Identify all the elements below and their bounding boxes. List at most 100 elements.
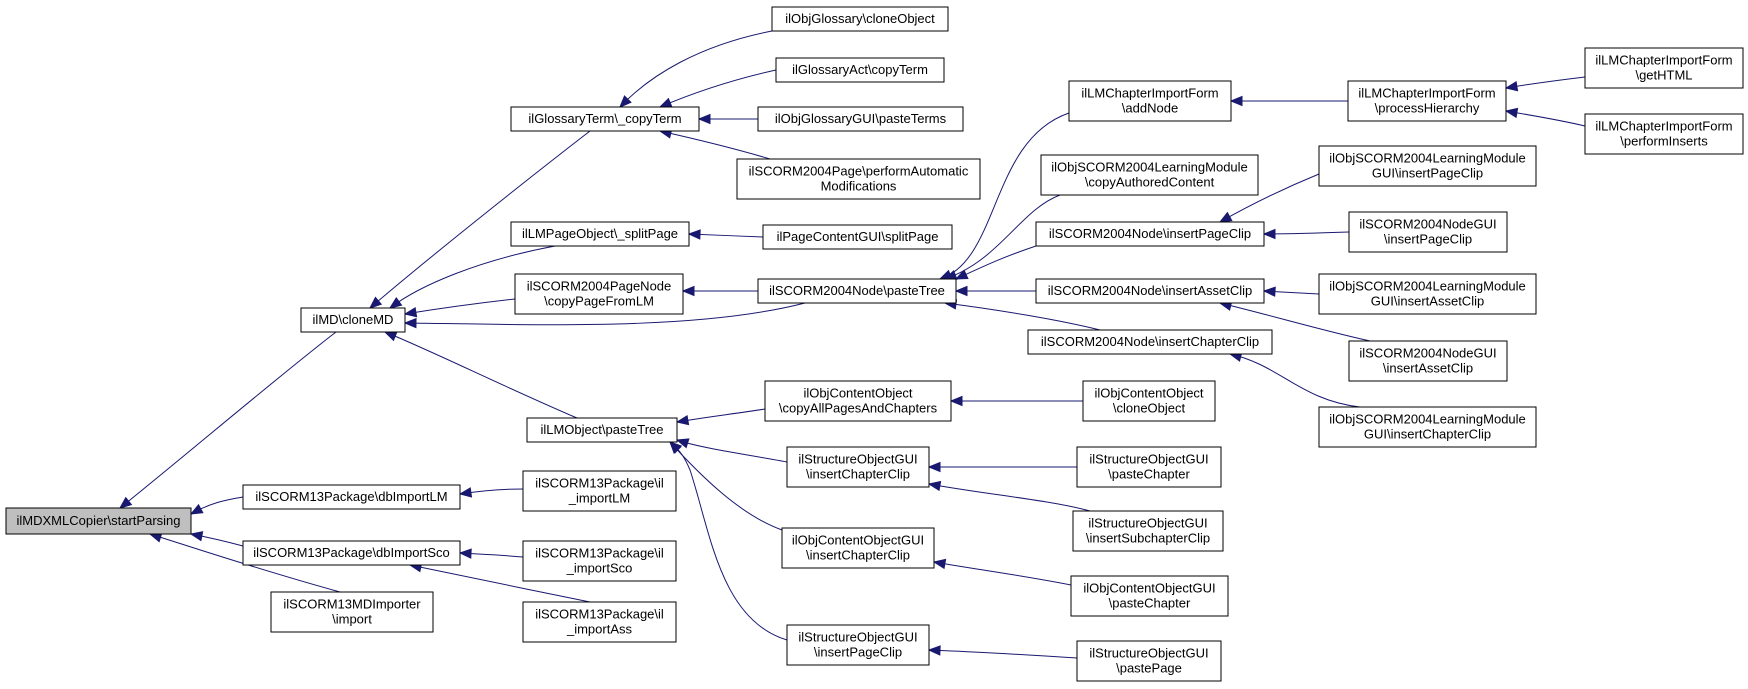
edge-nodeInsertPageClip-to-s2004PasteTree — [954, 245, 1037, 280]
node-s2004PasteTree[interactable]: ilSCORM2004Node\pasteTree — [757, 278, 957, 304]
node-label: ilSCORM2004Node\pasteTree — [769, 283, 945, 298]
node-addNode[interactable]: ilLMChapterImportForm\addNode — [1068, 80, 1232, 122]
edge-sogInsertPageClip-to-lmPasteTree — [669, 441, 788, 641]
node-label: ilSCORM2004NodeGUI — [1359, 217, 1496, 232]
node-cooCloneObject[interactable]: ilObjContentObject\cloneObject — [1082, 380, 1216, 422]
node-lmguiInsertPageClip[interactable]: ilObjSCORM2004LearningModuleGUI\insertPa… — [1318, 145, 1537, 187]
node-mdImporter[interactable]: ilSCORM13MDImporter\import — [270, 591, 434, 633]
node-label: ilObjSCORM2004LearningModule — [1329, 151, 1526, 166]
node-box — [786, 624, 930, 666]
node-label: ilMDXMLCopier\startParsing — [17, 513, 181, 528]
node-copyPageFromLM[interactable]: ilSCORM2004PageNode\copyPageFromLM — [514, 273, 684, 315]
node-label: \performInserts — [1620, 134, 1708, 149]
node-label: \import — [332, 612, 372, 627]
node-startParsing[interactable]: ilMDXMLCopier\startParsing — [5, 507, 192, 535]
node-cogPasteChapter[interactable]: ilObjContentObjectGUI\pasteChapter — [1070, 575, 1229, 617]
node-box — [757, 106, 964, 132]
node-performInserts[interactable]: ilLMChapterImportForm\performInserts — [1584, 113, 1744, 155]
arrowhead — [189, 503, 204, 515]
node-importLM[interactable]: ilSCORM13Package\il_importLM — [522, 470, 677, 512]
edge-sogInsertSubchapter-to-sogInsertChapterClip — [927, 480, 1091, 512]
node-sogPastePage[interactable]: ilStructureObjectGUI\pastePage — [1076, 640, 1222, 682]
node-nguiInsertPageClip[interactable]: ilSCORM2004NodeGUI\insertPageClip — [1348, 211, 1508, 253]
node-cloneMD[interactable]: ilMD\cloneMD — [300, 307, 406, 333]
edge-performAuto-to-copyTerm — [658, 128, 771, 160]
arrowhead — [669, 441, 683, 454]
node-box — [786, 446, 930, 488]
node-label: ilLMObject\pasteTree — [540, 422, 663, 437]
node-copyTerm[interactable]: ilGlossaryTerm\_copyTerm — [510, 106, 700, 132]
arrowhead — [458, 487, 473, 498]
node-lmguiInsertAssetClip[interactable]: ilObjSCORM2004LearningModuleGUI\insertAs… — [1318, 273, 1537, 315]
node-label: ilObjContentObject — [1094, 386, 1203, 401]
node-sogInsertSubchapter[interactable]: ilStructureObjectGUI\insertSubchapterCli… — [1072, 510, 1224, 552]
node-label: ilSCORM2004Page\performAutomatic — [749, 164, 969, 179]
edge-cloneMD-to-startParsing — [118, 331, 337, 509]
edge-lmguiInsertChapterClip-to-nodeInsertChapterClip — [1228, 351, 1361, 408]
node-copyAllPages[interactable]: ilObjContentObject\copyAllPagesAndChapte… — [764, 380, 952, 422]
edge-nodeInsertAssetClip-to-s2004PasteTree — [954, 285, 1037, 297]
node-glossCloneObject[interactable]: ilObjGlossary\cloneObject — [771, 6, 949, 32]
node-label: ilLMPageObject\_splitPage — [522, 226, 678, 241]
node-label: \getHTML — [1635, 68, 1692, 83]
node-nodeInsertPageClip[interactable]: ilSCORM2004Node\insertPageClip — [1035, 221, 1265, 247]
node-importSco[interactable]: ilSCORM13Package\il_importSco — [522, 540, 677, 582]
node-splitPageLM[interactable]: ilLMPageObject\_splitPage — [510, 221, 690, 247]
node-box — [1584, 113, 1744, 155]
node-label: ilObjContentObjectGUI — [792, 533, 924, 548]
node-label: ilObjGlossaryGUI\pasteTerms — [775, 111, 947, 126]
node-cogInsertChapterClip[interactable]: ilObjContentObjectGUI\insertChapterClip — [781, 527, 935, 569]
node-nodeInsertChapterClip[interactable]: ilSCORM2004Node\insertChapterClip — [1027, 329, 1273, 355]
node-dbImportLM[interactable]: ilSCORM13Package\dbImportLM — [242, 484, 461, 510]
node-label: ilSCORM13Package\il — [535, 607, 664, 622]
node-label: \insertPageClip — [1384, 232, 1472, 247]
node-label: \insertAssetClip — [1383, 361, 1473, 376]
arrowhead — [954, 269, 969, 280]
node-label: ilStructureObjectGUI — [1089, 646, 1208, 661]
edge-performInserts-to-processHierarchy — [1504, 107, 1586, 127]
node-label: ilLMChapterImportForm — [1595, 119, 1732, 134]
node-label: ilObjSCORM2004LearningModule — [1329, 279, 1526, 294]
edge-lmPasteTree-to-cloneMD — [383, 331, 578, 419]
node-importAss[interactable]: ilSCORM13Package\il_importAss — [522, 601, 677, 643]
node-label: \processHierarchy — [1375, 101, 1480, 116]
arrowhead — [368, 296, 383, 309]
edge-cogInsertChapterClip-to-lmPasteTree — [669, 441, 783, 531]
node-processHierarchy[interactable]: ilLMChapterImportForm\processHierarchy — [1347, 80, 1507, 122]
arrowhead — [388, 297, 403, 309]
node-label: ilSCORM13Package\dbImportLM — [255, 489, 447, 504]
node-label: ilGlossaryTerm\_copyTerm — [528, 111, 681, 126]
node-nodeInsertAssetClip[interactable]: ilSCORM2004Node\insertAssetClip — [1035, 278, 1265, 304]
node-glossActCopyTerm[interactable]: ilGlossaryAct\copyTerm — [775, 57, 945, 83]
node-getHTML[interactable]: ilLMChapterImportForm\getHTML — [1584, 47, 1744, 89]
call-graph-edges — [118, 30, 1586, 659]
arrowhead — [949, 395, 963, 407]
node-box — [510, 221, 690, 247]
node-label: ilObjSCORM2004LearningModule — [1329, 412, 1526, 427]
node-sogPasteChapter[interactable]: ilStructureObjectGUI\pasteChapter — [1076, 446, 1222, 488]
arrowhead — [697, 113, 711, 125]
node-sogInsertPageClip[interactable]: ilStructureObjectGUI\insertPageClip — [786, 624, 930, 666]
node-box — [510, 106, 700, 132]
node-box — [242, 540, 461, 566]
edge-lmguiInsertPageClip-to-nodeInsertPageClip — [1218, 173, 1320, 223]
node-pasteTerms[interactable]: ilObjGlossaryGUI\pasteTerms — [757, 106, 964, 132]
node-pcSplitPage[interactable]: ilPageContentGUI\splitPage — [762, 224, 953, 250]
node-box — [242, 484, 461, 510]
node-box — [1318, 273, 1537, 315]
node-dbImportSco[interactable]: ilSCORM13Package\dbImportSco — [242, 540, 461, 566]
arrowhead — [458, 548, 472, 559]
node-box — [1082, 380, 1216, 422]
node-lmguiInsertChapterClip[interactable]: ilObjSCORM2004LearningModuleGUI\insertCh… — [1318, 406, 1537, 448]
node-lmPasteTree[interactable]: ilLMObject\pasteTree — [526, 417, 678, 443]
node-sogInsertChapterClip[interactable]: ilStructureObjectGUI\insertChapterClip — [786, 446, 930, 488]
arrowhead — [403, 307, 418, 318]
node-label: _importSco — [566, 561, 633, 576]
node-nguiInsertAssetClip[interactable]: ilSCORM2004NodeGUI\insertAssetClip — [1348, 340, 1508, 382]
edge-pcSplitPage-to-splitPageLM — [687, 229, 764, 240]
node-performAuto[interactable]: ilSCORM2004Page\performAutomaticModifica… — [736, 158, 981, 200]
node-label: _importLM — [568, 491, 630, 506]
node-box — [1318, 145, 1537, 187]
node-box — [1072, 510, 1224, 552]
node-copyAuthored[interactable]: ilObjSCORM2004LearningModule\copyAuthore… — [1040, 154, 1259, 196]
